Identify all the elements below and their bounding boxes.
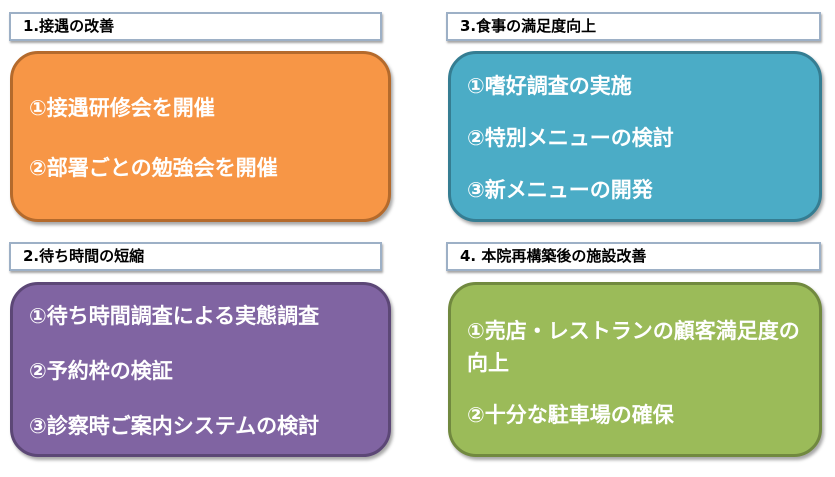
list-item: ②部署ごとの勉強会を開催 <box>29 155 278 180</box>
list-item: ②予約枠の検証 <box>29 358 173 383</box>
section-card-meal-satisfaction: ①嗜好調査の実施 ②特別メニューの検討 ③新メニューの開発 <box>448 51 822 222</box>
section-card-facility-improvement: ①売店・レストランの顧客満足度の向上 ②十分な駐車場の確保 <box>448 282 822 457</box>
section-header-meal-satisfaction: 3.食事の満足度向上 <box>446 12 821 41</box>
section-card-wait-time: ①待ち時間調査による実態調査 ②予約枠の検証 ③診察時ご案内システムの検討 <box>10 282 391 457</box>
section-card-customer-service: ①接遇研修会を開催 ②部署ごとの勉強会を開催 <box>10 51 391 222</box>
section-header-facility-improvement: 4. 本院再構築後の施設改善 <box>446 242 821 271</box>
list-item: ①接遇研修会を開催 <box>29 95 215 120</box>
list-item: ①売店・レストランの顧客満足度の向上 <box>467 319 800 375</box>
list-item: ②特別メニューの検討 <box>467 125 674 150</box>
section-header-customer-service: 1.接遇の改善 <box>9 12 382 41</box>
section-header-wait-time: 2.待ち時間の短縮 <box>9 242 382 271</box>
list-item: ①嗜好調査の実施 <box>467 73 632 98</box>
list-item: ①待ち時間調査による実態調査 <box>29 303 320 328</box>
list-item: ③新メニューの開発 <box>467 177 653 202</box>
list-item: ③診察時ご案内システムの検討 <box>29 413 320 438</box>
list-item: ②十分な駐車場の確保 <box>467 403 674 427</box>
